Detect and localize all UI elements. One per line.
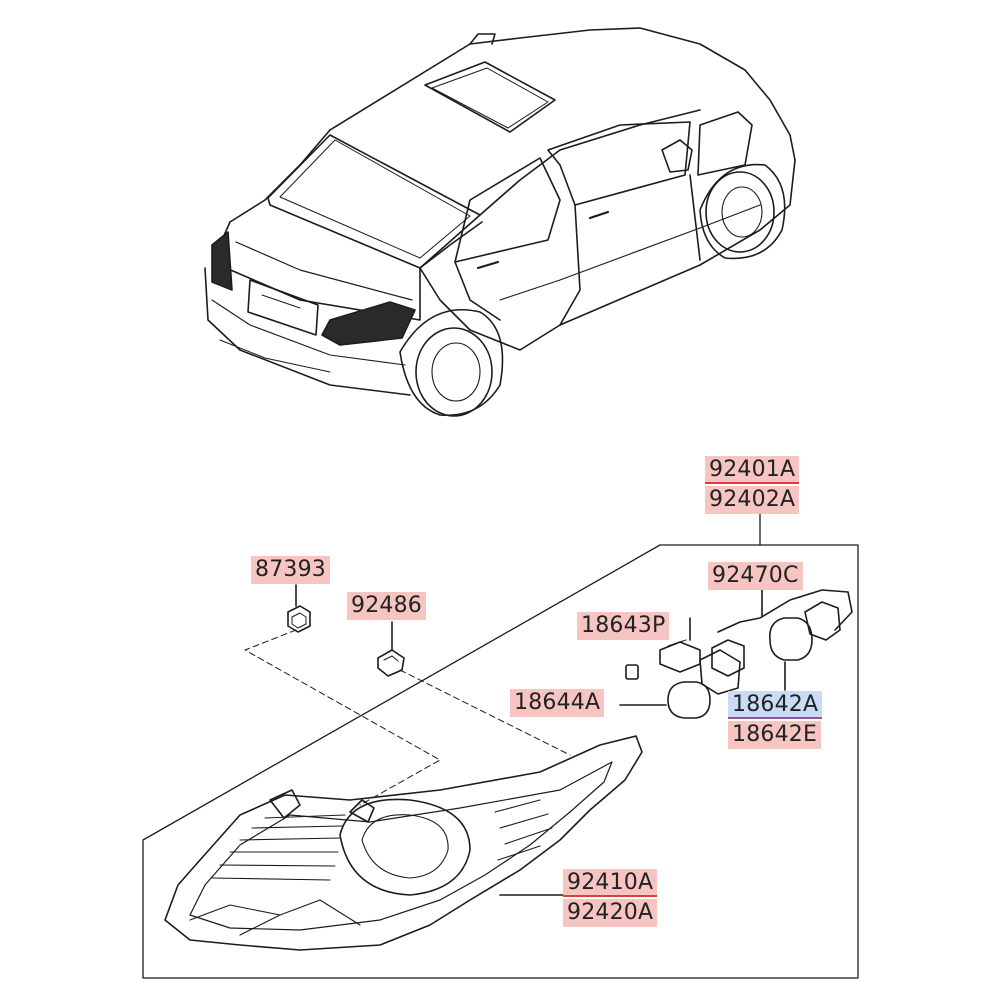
part-number-18643p[interactable]: 18643P: [577, 612, 670, 640]
part-number-92402a[interactable]: 92402A: [705, 486, 800, 514]
socket-18643p-icon: [625, 617, 701, 680]
nut-87393-icon: [287, 584, 311, 633]
bulb-18642a-icon: [768, 617, 813, 691]
rear-combination-lamp-icon: [164, 735, 643, 951]
socket-wiring-92470c-icon: [699, 585, 853, 695]
part-number-92410a[interactable]: 92410A: [563, 869, 658, 897]
part-number-92470c[interactable]: 92470C: [708, 562, 803, 590]
part-number-18642e[interactable]: 18642E: [728, 721, 822, 749]
guide-lines: [244, 629, 571, 806]
assembly-frame: [142, 511, 859, 979]
part-number-18642a[interactable]: 18642A: [728, 691, 823, 719]
grommet-92486-icon: [377, 621, 405, 677]
part-number-87393[interactable]: 87393: [251, 556, 330, 584]
part-number-92420a[interactable]: 92420A: [563, 899, 658, 927]
part-number-92486[interactable]: 92486: [347, 592, 426, 620]
bulb-18644a-icon: [619, 681, 711, 719]
car-rear-three-quarter-icon: [204, 27, 796, 417]
part-number-18644a[interactable]: 18644A: [510, 689, 605, 717]
part-number-92401a[interactable]: 92401A: [705, 456, 800, 484]
